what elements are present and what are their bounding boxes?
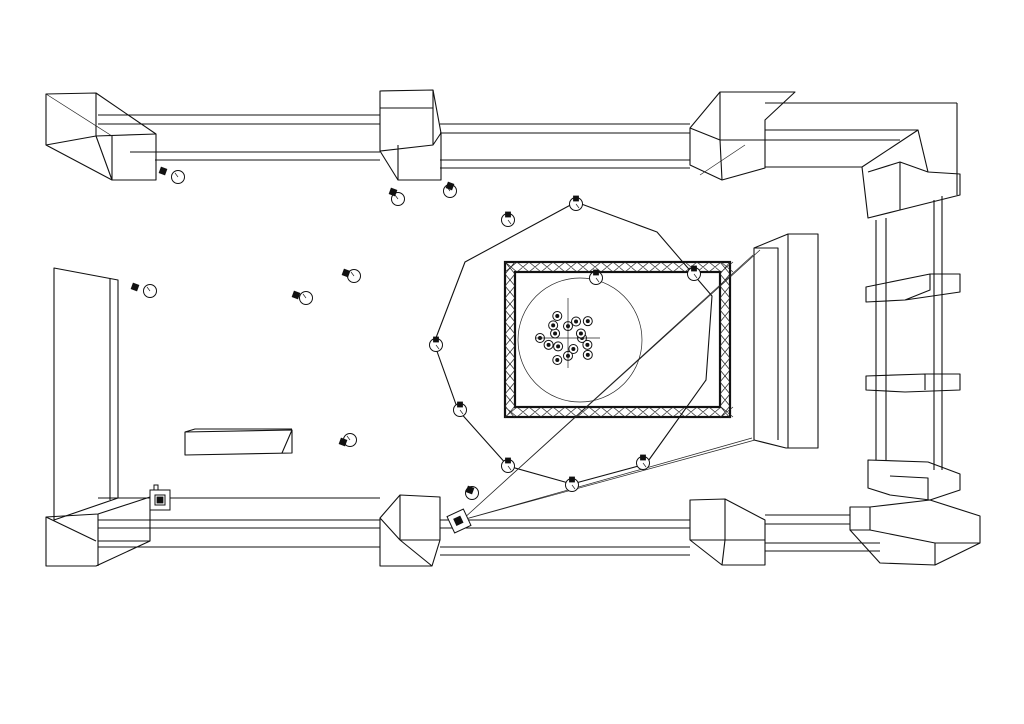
wall-spot-light [130,282,157,298]
cluster-head [543,339,554,350]
ring-fixture [636,454,650,470]
bottom-wall-beam [98,497,880,556]
cluster-head [550,328,561,339]
cluster-spokes [536,298,600,368]
cluster-head [552,354,563,365]
pillar-corner-right-bottom [849,459,981,566]
chandelier-cluster [535,298,600,368]
pillar-bottom-left [45,496,151,567]
cluster-head [553,341,564,352]
ring-fixture [687,265,701,281]
cluster-head [582,339,593,350]
ring-fixture [429,336,443,352]
bench [184,428,293,456]
projector-center [446,508,472,534]
ring-fixture [501,211,515,227]
ring-rig-polygon [433,201,713,485]
cluster-head [571,316,582,327]
wall-spot-light [443,181,457,198]
wall-spot-light [465,485,479,500]
pillar-corner-right-top [861,129,961,219]
cluster-head [552,311,563,322]
ring-fixture [569,195,583,211]
right-wall-shelves [865,273,961,393]
wall-spot-light [388,187,405,206]
pillar-top-right [689,91,796,181]
pillar-bottom-center [379,494,441,567]
wall-spot-light [158,166,185,184]
projection-circle [517,277,643,403]
pillar-bottom-right [689,498,766,566]
ring-fixture [501,457,515,473]
top-wall-beam [98,102,957,169]
stage-riser-block [753,233,819,449]
projection-beams [461,249,761,521]
cluster-head [582,316,593,327]
ring-fixture [589,269,603,285]
projector-left [149,484,171,511]
right-wall-beam [875,103,958,470]
pillar-top-left [45,92,157,181]
wall-spot-light [341,268,361,283]
cluster-head [575,328,586,339]
wall-spot-light [338,433,357,447]
central-truss-frame [503,260,734,419]
wall-spot-light [291,290,313,305]
cluster-head [568,343,579,354]
left-partition-wall [53,267,119,521]
lighting-fixtures [130,166,701,500]
ring-fixture [565,476,579,492]
ring-fixture [453,401,467,417]
pillar-top-center [379,89,442,181]
cluster-head [582,349,593,360]
cluster-head [548,320,559,331]
